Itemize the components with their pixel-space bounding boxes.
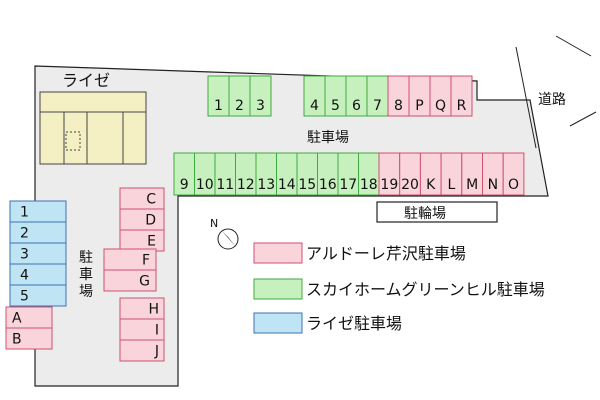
parking-stall	[502, 152, 525, 196]
stall-label: 5	[20, 289, 29, 305]
parking-stall	[119, 339, 165, 362]
stall-col-raize-pink: AB	[5, 306, 53, 350]
road-label: 道路	[538, 92, 566, 108]
stall-label: 4	[310, 98, 319, 114]
stall-label: J	[154, 344, 159, 360]
stall-label: 14	[278, 177, 296, 193]
stall-label: Q	[435, 98, 446, 114]
stall-label: K	[426, 177, 436, 193]
stall-label: 7	[373, 98, 382, 114]
stall-col-west-pink-a: CDE	[119, 187, 165, 252]
stall-label: L	[448, 177, 456, 193]
legend-label: アルドーレ芹沢駐車場	[306, 244, 466, 263]
stall-label: 19	[380, 177, 398, 193]
stall-label: 2	[20, 226, 29, 242]
stall-label: 5	[331, 98, 340, 114]
road-edge-lower	[569, 111, 597, 127]
stall-label: F	[142, 253, 150, 269]
stall-label: 9	[180, 177, 189, 193]
stall-label: 3	[256, 98, 265, 114]
stall-label: 15	[298, 177, 316, 193]
parking-stall	[119, 229, 165, 252]
stall-label: R	[457, 98, 467, 114]
stall-label: 2	[235, 98, 244, 114]
stall-label: A	[12, 311, 22, 327]
stall-label: 6	[352, 98, 361, 114]
parking-stall	[249, 75, 272, 117]
west-lot-label-char: 場	[79, 284, 93, 300]
stall-label: M	[466, 177, 478, 193]
stall-label: G	[139, 274, 150, 290]
road-edge-left	[515, 46, 537, 149]
west-lot-label: 駐車場	[79, 250, 93, 300]
stall-label: 11	[216, 177, 234, 193]
stall-label: 4	[20, 268, 29, 284]
stall-label: 18	[360, 177, 378, 193]
stall-label: D	[145, 213, 156, 229]
west-lot-label-char: 車	[79, 266, 93, 283]
stall-label: 20	[401, 177, 419, 193]
building-label: ライゼ	[62, 71, 110, 90]
parking-stall	[450, 75, 473, 117]
bike-parking-box	[376, 201, 498, 223]
stall-label: E	[147, 234, 156, 250]
stall-label: 17	[339, 177, 357, 193]
parking-stall	[119, 208, 165, 231]
stall-label: 3	[20, 247, 29, 263]
parking-stall	[5, 327, 53, 350]
legend-label: ライゼ駐車場	[306, 314, 402, 333]
stall-col-west-pink-b: FG	[103, 248, 157, 292]
stall-col-west-pink-c: HIJ	[119, 297, 165, 362]
stall-label: 1	[20, 205, 29, 221]
legend-swatch	[253, 278, 303, 300]
parking-stall	[119, 187, 165, 210]
stall-label: 10	[196, 177, 214, 193]
stall-label: B	[12, 332, 22, 348]
legend-label: スカイホームグリーンヒル駐車場	[306, 280, 545, 299]
stall-label: H	[148, 302, 159, 318]
stall-label: O	[508, 177, 519, 193]
stall-col-raize-blue: 1 2 3 4 5	[9, 200, 67, 307]
road-edge-right	[555, 35, 592, 57]
parking-stall	[9, 242, 67, 265]
stall-label: C	[146, 192, 156, 208]
legend-swatch	[253, 242, 303, 264]
stall-label: 1	[214, 98, 223, 114]
stall-label: 8	[394, 98, 403, 114]
stall-label: I	[155, 323, 159, 339]
stall-label: 16	[319, 177, 337, 193]
parking-stall	[9, 221, 67, 244]
parking-stall	[9, 284, 67, 307]
stall-label: N	[488, 177, 498, 193]
parking-stall	[9, 200, 67, 223]
parking-stall	[103, 269, 157, 292]
stall-label: 13	[257, 177, 275, 193]
north-arrow-icon: N	[210, 217, 239, 250]
west-lot-label-char: 駐	[79, 250, 93, 266]
stall-label: 12	[237, 177, 255, 193]
main-lot-label: 駐車場	[307, 129, 349, 146]
building-raize	[39, 91, 147, 165]
north-label: N	[210, 217, 218, 230]
stall-label: P	[415, 98, 423, 114]
bike-parking-label: 駐輪場	[404, 205, 446, 222]
legend-swatch	[253, 312, 303, 334]
parking-stall	[9, 263, 67, 286]
